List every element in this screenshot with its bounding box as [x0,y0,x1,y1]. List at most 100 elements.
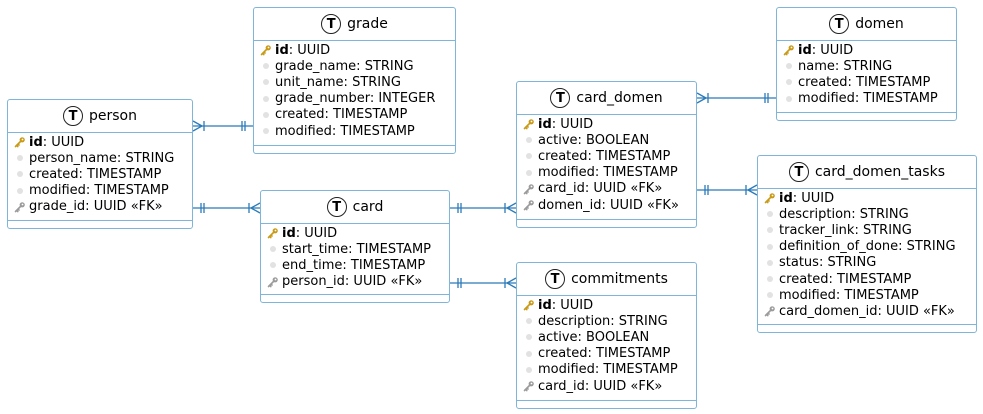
relationship-person-card [193,202,261,214]
attribute-dot-icon [523,167,535,179]
attribute-field: modified: TIMESTAMP [14,183,192,199]
attribute-dot-icon [523,150,535,162]
attribute-dot-icon [260,109,272,121]
entity-name: domen [855,16,904,32]
table-icon: T [788,162,809,182]
primary-key-field: id: UUID [764,190,976,206]
primary-key-field: id: UUID [523,297,696,313]
field-name: id [29,134,43,150]
crow-foot [192,120,203,127]
field-name: created: TIMESTAMP [275,107,408,123]
field-name: id [275,42,289,58]
entity-footer [758,324,976,332]
attribute-field: created: TIMESTAMP [523,148,696,164]
field-name: created: TIMESTAMP [538,148,671,164]
table-icon: T [550,88,571,108]
entity-name: card_domen_tasks [814,164,945,180]
relationship-person-grade [192,120,253,132]
attribute-field: definition_of_done: STRING [764,239,976,255]
attribute-field: person_name: STRING [14,150,192,166]
foreign-key-icon [523,199,535,211]
attribute-dot-icon [14,185,26,197]
field-name: id [282,225,296,241]
attribute-dot-icon [523,348,535,360]
key-icon [523,299,535,311]
crow-foot [250,207,261,214]
field-name: definition_of_done: STRING [779,239,956,255]
field-name: person_id: UUID «FK» [282,274,423,290]
attribute-dot-icon [14,152,26,164]
attribute-field: tracker_link: STRING [764,222,976,238]
field-name: active: BOOLEAN [538,329,650,345]
attribute-field: name: STRING [783,58,956,74]
crow-foot [747,184,758,191]
entity-name: person [89,108,137,124]
field-name: card_id: UUID «FK» [538,378,663,394]
crow-foot [192,125,203,132]
attribute-field: start_time: TIMESTAMP [267,241,449,257]
attribute-dot-icon [523,331,535,343]
attribute-dot-icon [523,134,535,146]
attribute-dot-icon [764,289,776,301]
key-icon [764,192,776,204]
key-icon [260,44,272,56]
field-name: modified: TIMESTAMP [29,183,169,199]
attribute-dot-icon [260,93,272,105]
field-name: id [798,42,812,58]
attribute-dot-icon [783,76,795,88]
attribute-field: modified: TIMESTAMP [783,91,956,107]
field-name: active: BOOLEAN [538,132,650,148]
crow-foot [506,282,517,289]
field-type: : UUID [792,190,835,206]
field-name: domen_id: UUID «FK» [538,197,679,213]
field-name: status: STRING [779,255,877,271]
entity-name: card_domen [576,90,663,106]
field-name: description: STRING [779,206,909,222]
attribute-field: created: TIMESTAMP [783,74,956,90]
field-type: : UUID [811,42,854,58]
relationship-card-commitments [450,277,517,289]
primary-key-field: id: UUID [523,116,696,132]
attribute-dot-icon [764,208,776,220]
entity-footer [261,294,449,302]
attribute-field: created: TIMESTAMP [260,107,455,123]
field-name: modified: TIMESTAMP [538,165,678,181]
field-name: description: STRING [538,313,668,329]
entity-footer [517,219,696,227]
primary-key-field: id: UUID [14,134,192,150]
attribute-dot-icon [14,168,26,180]
relationship-card-domen-domen [696,92,776,104]
field-name: modified: TIMESTAMP [798,91,938,107]
field-name: created: TIMESTAMP [779,271,912,287]
attribute-field: modified: TIMESTAMP [260,123,455,139]
attribute-field: grade_number: INTEGER [260,91,455,107]
table-icon: T [326,197,347,217]
field-name: modified: TIMESTAMP [275,123,415,139]
entity-footer [777,112,956,120]
primary-key-field: id: UUID [260,42,455,58]
key-icon [267,227,279,239]
entity-footer [8,220,192,228]
crow-foot [506,207,517,214]
field-name: created: TIMESTAMP [538,346,671,362]
attribute-dot-icon [783,93,795,105]
field-type: : UUID [42,134,85,150]
field-name: modified: TIMESTAMP [779,287,919,303]
entity-name: commitments [571,271,668,287]
attribute-field: modified: TIMESTAMP [764,287,976,303]
